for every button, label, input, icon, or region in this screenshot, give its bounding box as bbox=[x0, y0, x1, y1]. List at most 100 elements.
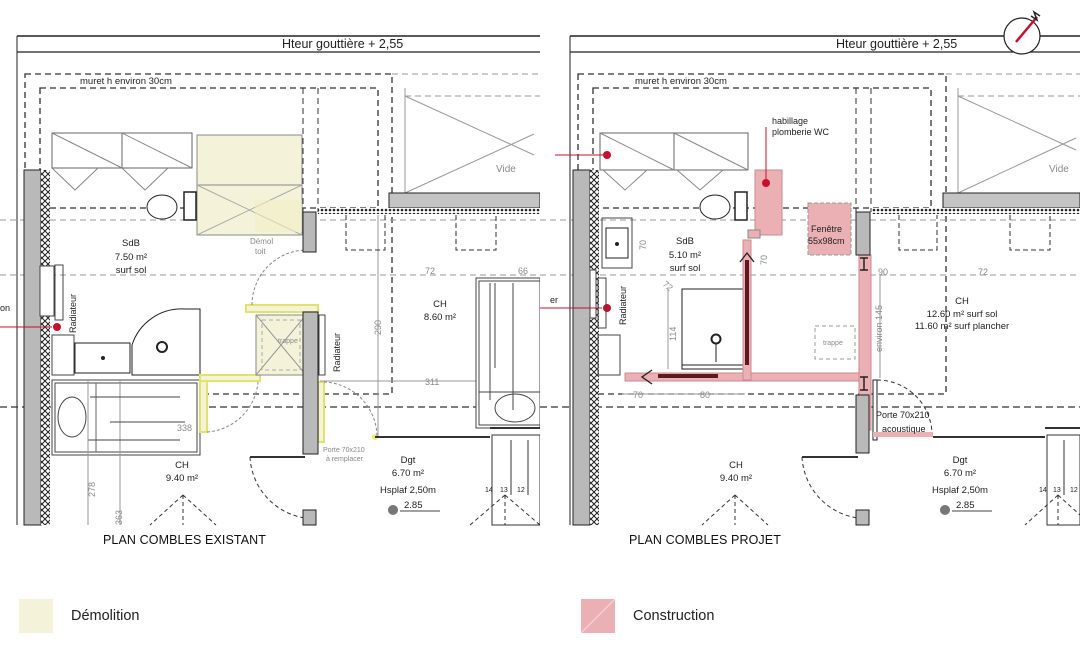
stair-number: 12 bbox=[517, 487, 525, 494]
legend-swatch-construction bbox=[581, 599, 615, 633]
insulation bbox=[318, 208, 540, 214]
void-label: Vide bbox=[496, 164, 516, 175]
exterior-wall bbox=[23, 169, 42, 526]
muret-label: muret h environ 30cm bbox=[635, 76, 727, 87]
dimension: 90 bbox=[878, 267, 888, 277]
insulation bbox=[41, 170, 50, 525]
construction-window bbox=[807, 202, 852, 256]
door-label: à remplacer bbox=[326, 456, 364, 463]
level-value: 2.85 bbox=[404, 500, 423, 511]
sink bbox=[74, 342, 131, 374]
stair-number: 14 bbox=[485, 487, 493, 494]
legend-demolition: Démolition bbox=[19, 599, 140, 633]
dimension: 70 bbox=[638, 240, 648, 250]
gutter-height-label: Hteur gouttière + 2,55 bbox=[282, 37, 403, 51]
arrow-icon bbox=[739, 251, 755, 263]
room-note: surf sol bbox=[116, 265, 147, 276]
construction-plumbing-cover bbox=[754, 169, 783, 236]
annotation-marker bbox=[603, 151, 611, 159]
door-swing bbox=[876, 379, 933, 436]
shower bbox=[681, 288, 748, 370]
annotation-marker bbox=[53, 323, 61, 331]
toilet bbox=[699, 194, 731, 220]
room-area: 9.40 m² bbox=[720, 473, 752, 484]
plan-caption-existant: PLAN COMBLES EXISTANT bbox=[103, 533, 267, 547]
level-marker-icon bbox=[388, 505, 398, 515]
room-name: CH bbox=[729, 460, 743, 471]
edge-text: er bbox=[550, 295, 558, 305]
stairs bbox=[1046, 434, 1080, 526]
dimension: 114 bbox=[668, 327, 678, 341]
stair-number: 12 bbox=[1070, 487, 1078, 494]
trappe-hatch bbox=[814, 325, 856, 360]
demolition-wall bbox=[245, 304, 319, 313]
room-area-plancher: 11.60 m² surf plancher bbox=[915, 321, 1009, 332]
plan-existant: Hteur gouttière + 2,55 muret h environ 3… bbox=[0, 35, 540, 526]
void-cross bbox=[404, 133, 535, 194]
demol-label: toit bbox=[255, 247, 266, 256]
plumbing-label: plomberie WC bbox=[772, 127, 830, 137]
door-swing bbox=[251, 249, 309, 306]
dimension: 338 bbox=[177, 423, 192, 433]
plan-caption-projet: PLAN COMBLES PROJET bbox=[629, 533, 781, 547]
dimension: 72 bbox=[425, 266, 435, 276]
wall bbox=[388, 192, 540, 209]
room-area: 7.50 m² bbox=[115, 252, 147, 263]
room-name: CH bbox=[955, 296, 969, 307]
room-name: Dgt bbox=[401, 455, 416, 466]
room-area: 6.70 m² bbox=[944, 468, 976, 479]
dimension: 70 bbox=[759, 255, 769, 265]
trappe-label: trappe bbox=[823, 340, 843, 347]
muret-inner-outline bbox=[39, 87, 379, 209]
shower bbox=[131, 308, 201, 376]
room-name: Dgt bbox=[953, 455, 968, 466]
dimension: 278 bbox=[87, 482, 97, 497]
room-name: CH bbox=[175, 460, 189, 471]
window-label: Fenêtre bbox=[811, 224, 842, 234]
door-label: Porte 70x210 bbox=[323, 447, 365, 454]
door-label: acoustique bbox=[882, 424, 926, 434]
room-area: 9.40 m² bbox=[166, 473, 198, 484]
window bbox=[39, 265, 55, 317]
demolition-wall bbox=[199, 374, 261, 382]
annotation-marker bbox=[603, 304, 611, 312]
demol-label: Démol bbox=[250, 237, 273, 246]
stair-number: 14 bbox=[1039, 487, 1047, 494]
level-marker-icon bbox=[940, 505, 950, 515]
muret-label: muret h environ 30cm bbox=[80, 76, 172, 87]
north-compass-icon bbox=[1003, 10, 1041, 55]
room-name: CH bbox=[433, 299, 447, 310]
dimension: 72 bbox=[661, 279, 675, 293]
radiator-label: Radiateur bbox=[68, 294, 78, 333]
gutter-height-label: Hteur gouttière + 2,55 bbox=[836, 37, 957, 51]
sink bbox=[601, 217, 633, 269]
legend-swatch-demolition bbox=[19, 599, 53, 633]
door-swing bbox=[249, 456, 306, 519]
plan-projet: Hteur gouttière + 2,55 muret h environ 3… bbox=[540, 10, 1080, 526]
room-note: surf sol bbox=[670, 263, 701, 274]
bed bbox=[475, 277, 540, 429]
toilet bbox=[146, 194, 178, 220]
dimension: environ 145 bbox=[874, 305, 884, 352]
void-label: Vide bbox=[1049, 164, 1069, 175]
legend-label: Construction bbox=[633, 608, 715, 624]
dimension: 311 bbox=[425, 377, 439, 387]
stair-number: 13 bbox=[500, 487, 508, 494]
stair-number: 13 bbox=[1053, 487, 1061, 494]
dimension: 363 bbox=[114, 510, 124, 525]
room-name: SdB bbox=[676, 236, 694, 247]
level-value: 2.85 bbox=[956, 500, 975, 511]
room-area: 6.70 m² bbox=[392, 468, 424, 479]
legend-construction: Construction bbox=[581, 599, 714, 633]
room-area: 5.10 m² bbox=[669, 250, 701, 261]
demolition-wall bbox=[199, 374, 208, 433]
stairs bbox=[491, 434, 540, 526]
plumbing-label: habillage bbox=[772, 116, 808, 126]
dimension: 290 bbox=[373, 320, 383, 335]
dimension: 80 bbox=[700, 390, 710, 400]
demolition-wall bbox=[317, 381, 325, 443]
radiator-label: Radiateur bbox=[618, 286, 628, 325]
trappe-label: trappe bbox=[278, 338, 298, 345]
ceiling-height: Hsplaf 2,50m bbox=[380, 485, 436, 496]
radiator-label: Radiateur bbox=[332, 333, 342, 372]
